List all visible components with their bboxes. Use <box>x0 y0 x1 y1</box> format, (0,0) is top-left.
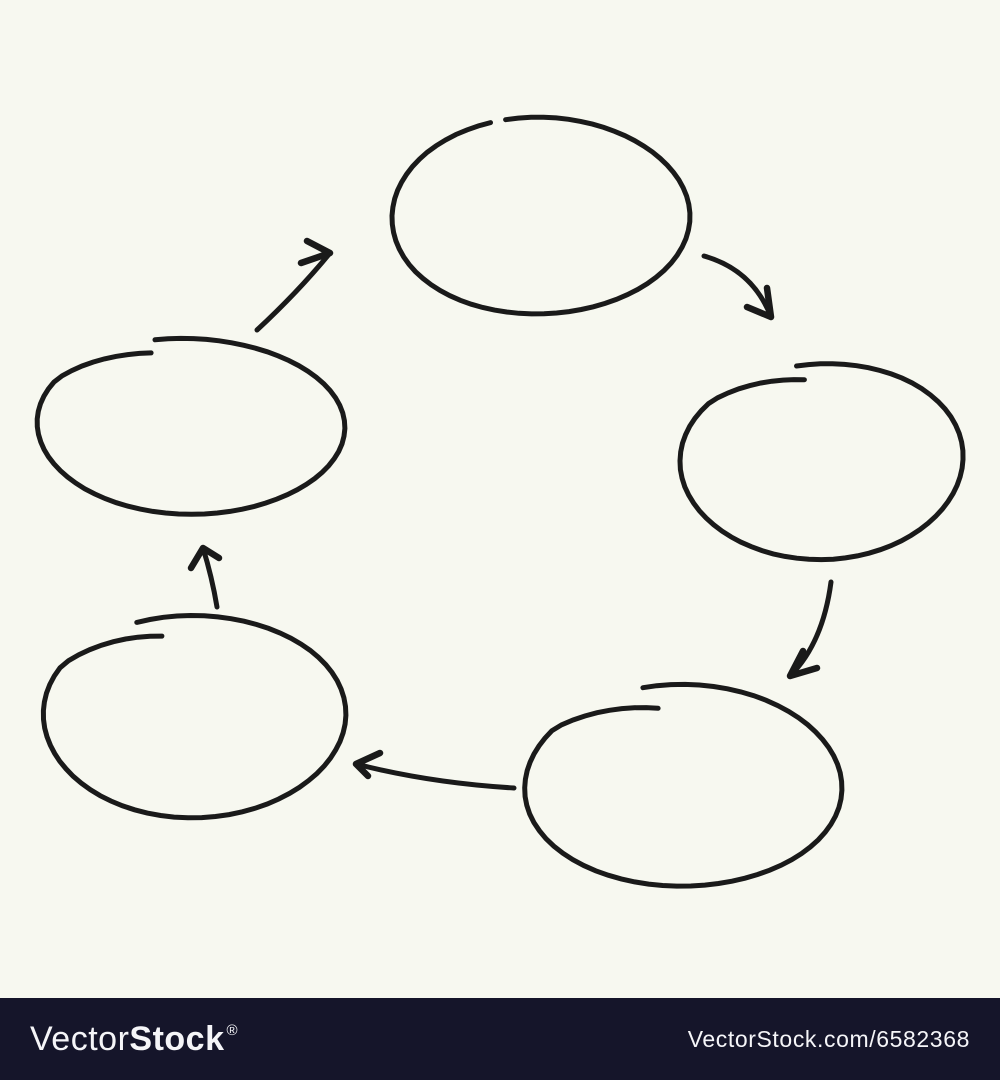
watermark-bar: VectorStock® VectorStock.com/6582368 <box>0 998 1000 1080</box>
arrow-head-top-to-right <box>743 284 775 321</box>
image-credit-url: VectorStock.com/6582368 <box>687 1025 970 1052</box>
cycle-node-right <box>677 361 966 563</box>
cycle-node-left <box>34 335 348 517</box>
cycle-node-top <box>389 114 693 317</box>
arrow-head-bottom-left-to-left <box>187 544 223 572</box>
arrow-head-right-to-bottom-right <box>786 647 821 680</box>
cycle-node-bottom-left <box>40 612 349 821</box>
arrow-shaft-bottom-right-to-bottom-left <box>353 761 517 791</box>
arrow-shaft-top-to-right <box>701 253 774 320</box>
arrow-head-left-to-top <box>297 237 334 267</box>
logo-prefix: Vector <box>30 1019 130 1058</box>
cycle-node-bottom-right <box>522 681 845 889</box>
arrow-shaft-bottom-left-to-left <box>200 545 220 610</box>
registered-mark-icon: ® <box>226 1022 239 1040</box>
arrow-head-bottom-right-to-bottom-left <box>352 749 384 780</box>
cycle-diagram <box>34 114 966 889</box>
logo-suffix: Stock <box>129 1019 225 1058</box>
arrow-shaft-left-to-top <box>254 250 333 333</box>
vectorstock-logo: VectorStock® <box>30 1019 239 1059</box>
